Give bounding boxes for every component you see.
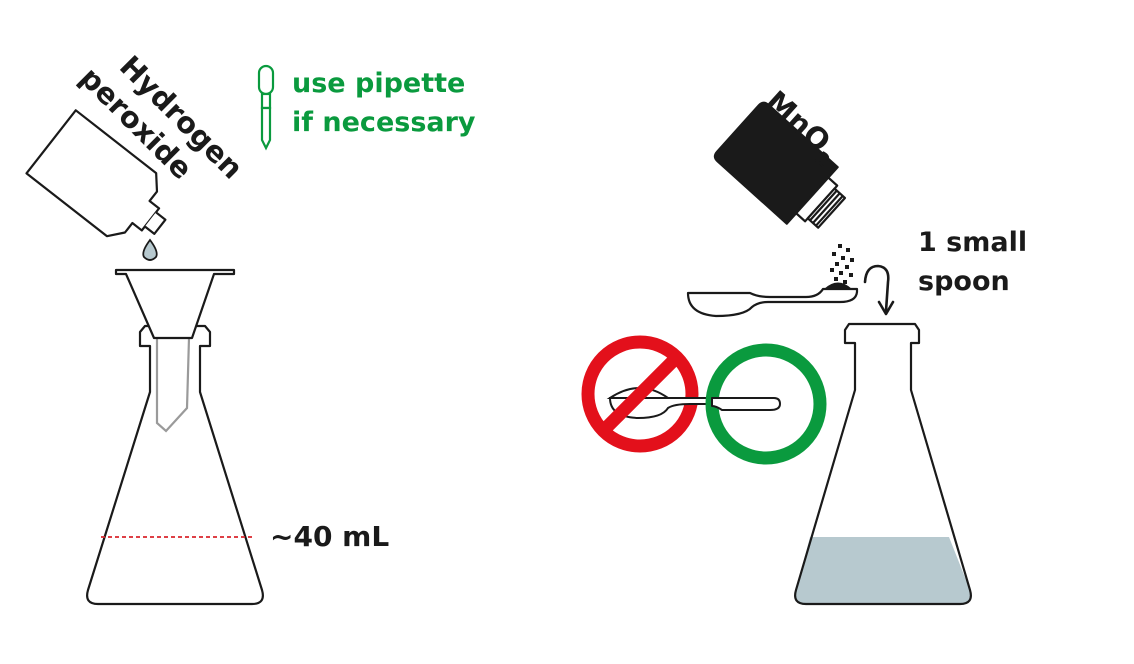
curved-arrow-icon	[863, 264, 895, 316]
drop-icon	[142, 238, 158, 261]
powder-particles-icon	[830, 244, 854, 284]
erlenmeyer-flask-left	[86, 324, 264, 606]
mno2-bottle-icon	[713, 101, 847, 229]
pipette-instruction-line2: if necessary	[292, 107, 476, 138]
pipette-instruction-line1: use pipette	[292, 68, 465, 99]
prohibited-icon	[581, 335, 709, 453]
funnel-icon	[114, 268, 236, 433]
amount-label-line1: 1 small	[918, 227, 1027, 258]
volume-label: ~40 mL	[270, 520, 389, 553]
allowed-icon	[705, 343, 827, 465]
hydrogen-peroxide-bottle-icon	[25, 109, 167, 238]
erlenmeyer-flask-right	[794, 322, 972, 606]
spoon-icon	[686, 282, 859, 318]
pipette-icon	[257, 64, 275, 151]
amount-label-line2: spoon	[918, 266, 1010, 297]
